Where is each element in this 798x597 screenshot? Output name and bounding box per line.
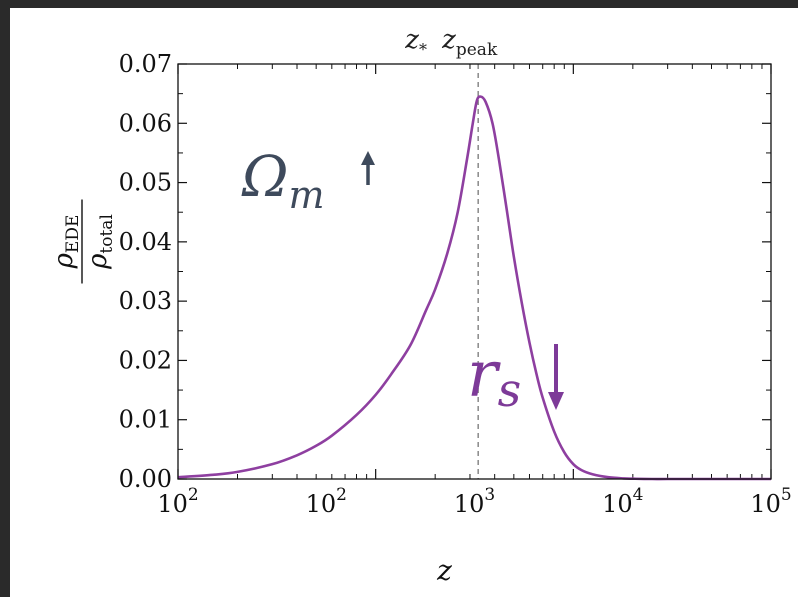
curve-layer <box>177 95 771 481</box>
x-tick-label: 102 <box>306 485 347 518</box>
y-label-numerator: ρEDE <box>49 215 83 270</box>
x-tick-label: 104 <box>602 485 643 518</box>
labels-layer: 0.00 0.01 0.02 0.03 0.04 0.05 0.06 0.07 102 102 10… <box>49 25 792 587</box>
y-tick-label: 0.06 <box>119 109 172 137</box>
up-arrow-icon <box>361 151 375 165</box>
x-axis-label: z <box>436 554 452 587</box>
y-tick-label: 0.00 <box>119 465 172 493</box>
r-s-annotation: rs <box>467 338 521 417</box>
chart-svg: 0.00 0.01 0.02 0.03 0.04 0.05 0.06 0.07 102 102 10… <box>49 25 792 587</box>
z-star-label: z* <box>404 25 427 59</box>
omega-m-annotation: Ωm <box>241 145 324 217</box>
y-tick-label: 0.04 <box>119 228 172 256</box>
x-tick-label: 103 <box>454 485 495 518</box>
y-tick-label: 0.02 <box>119 346 172 374</box>
x-tick-label: 105 <box>750 485 791 518</box>
y-tick-label: 0.05 <box>119 169 172 197</box>
y-tick-label: 0.03 <box>119 287 172 315</box>
down-arrow-icon <box>548 392 564 410</box>
plot-frame <box>177 63 772 480</box>
y-tick-label: 0.01 <box>119 406 172 434</box>
x-tick-label: 102 <box>157 485 198 518</box>
y-label-denominator: ρtotal <box>83 214 117 270</box>
ticks-layer <box>177 63 772 480</box>
ede-fraction-curve <box>177 95 771 481</box>
z-peak-label: zpeak <box>441 25 498 60</box>
chart-card: 0.00 0.01 0.02 0.03 0.04 0.05 0.06 0.07 102 102 10… <box>10 8 798 597</box>
y-tick-label: 0.07 <box>119 50 172 78</box>
